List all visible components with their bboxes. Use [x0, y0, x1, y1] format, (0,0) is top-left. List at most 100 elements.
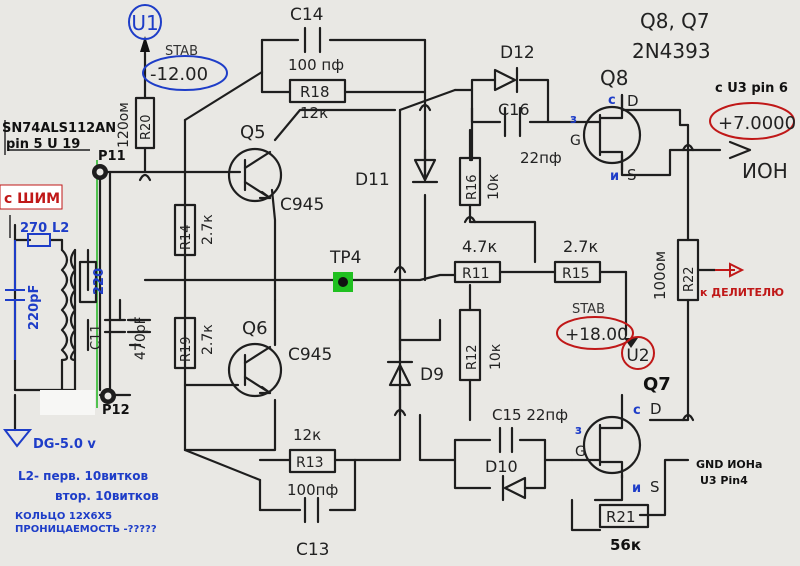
- resistor-r11: [453, 260, 502, 284]
- q7-pin-c: с: [633, 403, 641, 418]
- resistor-r14: [173, 203, 197, 257]
- label-r13: R13: [296, 455, 324, 471]
- q7-pin-d: D: [650, 400, 662, 418]
- wires: [4, 38, 722, 532]
- resistor-r13: [288, 448, 337, 474]
- ground-symbol: [3, 429, 33, 448]
- label-v-minus12: -12.00: [150, 64, 208, 85]
- v-plus7-ellipse: [709, 102, 795, 140]
- label-c14: C14: [290, 5, 324, 25]
- u1-arrow: [140, 36, 150, 52]
- capacitor-470pf: [126, 318, 152, 334]
- label-ring: КОЛЬЦО 12Х6Х5: [15, 511, 112, 522]
- label-c220pf: 220pF: [27, 285, 42, 330]
- resistor-r15: [553, 260, 602, 284]
- label-p11: P11: [98, 149, 126, 164]
- label-r13-val: 12к: [293, 426, 321, 444]
- resistor-r19: [173, 316, 197, 370]
- resistor-r18: [288, 78, 347, 104]
- q7-pin-z: з: [575, 423, 582, 437]
- test-point-dot: [338, 277, 348, 287]
- label-q8: Q8: [600, 66, 628, 90]
- label-v-plus18: +18.00: [565, 325, 628, 345]
- label-q5: Q5: [240, 122, 266, 143]
- light-patch: [40, 390, 95, 415]
- ion-arrow: [728, 140, 752, 160]
- label-q7: Q7: [643, 374, 671, 395]
- label-s-shim: с ШИМ: [4, 191, 60, 207]
- diode-d9: [386, 360, 414, 387]
- label-r20-val: 120ом: [116, 102, 132, 148]
- label-l2-prim: L2- перв. 10витков: [18, 469, 149, 483]
- label-r14: R14: [179, 224, 194, 250]
- label-r15: R15: [562, 266, 590, 282]
- label-u3pin4: U3 Pin4: [700, 474, 748, 487]
- label-k-delitelyu: к ДЕЛИТЕЛЮ: [700, 286, 784, 299]
- label-c16-val: 22пф: [520, 149, 562, 167]
- label-r220: 220: [92, 268, 107, 295]
- label-r16: R16: [465, 174, 480, 200]
- capacitor-c11: [103, 318, 127, 334]
- label-c470pf: 470pF: [133, 316, 149, 360]
- q7-pin-s: S: [650, 478, 660, 496]
- capacitor-c14: [303, 26, 322, 54]
- u1-ellipse: [128, 4, 162, 40]
- label-r11-val: 4.7к: [462, 237, 497, 256]
- v-plus18-ellipse: [556, 316, 634, 350]
- pad-p12: [100, 388, 116, 404]
- label-tp4: TP4: [329, 248, 361, 268]
- capacitor-c13: [303, 496, 320, 524]
- label-pin5: pin 5 U 19: [6, 137, 80, 152]
- transistor-q5: [227, 147, 283, 203]
- label-r22: R22: [682, 266, 697, 292]
- resistor-r12: [458, 308, 482, 382]
- label-gnd-ion: GND ИОНа: [696, 458, 762, 471]
- label-r22-val: 100ом: [651, 251, 669, 300]
- transistor-q8: [570, 93, 642, 172]
- label-c16: C16: [498, 100, 530, 119]
- label-c15: C15 22пф: [492, 406, 568, 424]
- label-l2-sec: втор. 10витков: [55, 489, 159, 503]
- transistor-q6: [227, 342, 283, 398]
- q8-pin-d: D: [627, 92, 639, 110]
- label-r18-val: 12к: [300, 104, 328, 122]
- label-r15-val: 2.7к: [563, 237, 598, 256]
- label-l2: L2: [52, 221, 69, 236]
- label-r16-val: 10к: [486, 174, 502, 200]
- resistor-r21: [598, 503, 650, 529]
- diode-d12: [493, 66, 519, 94]
- q8-pin-g: G: [570, 133, 581, 149]
- pad-p11: [92, 164, 108, 180]
- diode-d10: [501, 474, 527, 502]
- q8-pin-s: S: [627, 166, 637, 184]
- shim-box: [0, 184, 63, 210]
- label-r14-val: 2.7к: [200, 214, 216, 245]
- resistor-270: [27, 233, 51, 247]
- resistor-r20: [134, 96, 156, 150]
- label-r21-val: 56к: [610, 536, 641, 554]
- label-stab-bottom: STAB: [572, 302, 605, 317]
- label-c13-val: 100пф: [287, 481, 338, 499]
- q7-pin-g: G: [575, 444, 586, 460]
- label-v-plus7: +7.0000: [718, 113, 796, 134]
- capacitor-220pf: [5, 240, 25, 360]
- label-c945-top: C945: [280, 195, 324, 215]
- label-d9: D9: [420, 365, 444, 385]
- labels: U1 STAB -12.00 C14 100 пф R18 12к D12 C1…: [2, 5, 796, 560]
- resistor-r16: [458, 156, 482, 207]
- q8-pin-c: с: [608, 93, 616, 108]
- label-sn74: SN74ALS112AN: [2, 121, 116, 136]
- label-q8q7: Q8, Q7: [640, 9, 710, 33]
- diode-d11: [411, 158, 439, 184]
- resistor-220: [78, 260, 98, 304]
- label-q6: Q6: [242, 318, 268, 339]
- label-p12: P12: [102, 403, 130, 418]
- q8-pin-z: з: [570, 112, 577, 126]
- label-r12: R12: [465, 344, 480, 370]
- label-stab-top: STAB: [165, 44, 198, 59]
- label-perm: ПРОНИЦАЕМОСТЬ -?????: [15, 524, 157, 535]
- label-u2: U2: [626, 346, 649, 366]
- label-d11: D11: [355, 170, 390, 190]
- label-r21: R21: [606, 508, 636, 526]
